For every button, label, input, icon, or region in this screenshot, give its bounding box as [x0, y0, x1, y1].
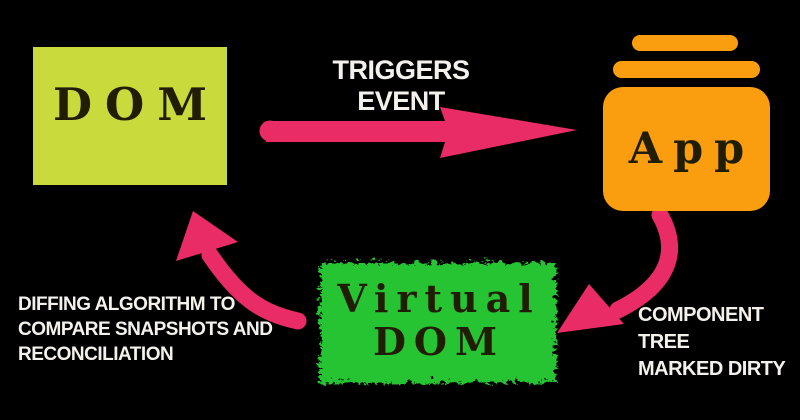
app-jar-lid-top-icon — [632, 35, 738, 51]
triggers-event-label: TRIGGERS EVENT — [332, 55, 470, 116]
diffing-algorithm-label-line1: DIFFING ALGORITHM TO — [18, 294, 235, 315]
virtual-dom-node-rect — [317, 260, 553, 380]
dom-node: DOM — [33, 47, 227, 185]
triggers-event-arrow-icon — [259, 107, 577, 158]
diffing-algorithm-label: DIFFING ALGORITHM TO COMPARE SNAPSHOTS A… — [18, 292, 273, 367]
virtual-dom-label-line2: DOM — [372, 319, 506, 364]
dom-node-label: DOM — [52, 77, 221, 131]
virtual-dom-node-label: Virtual DOM — [297, 244, 573, 396]
virtual-dom-to-dom-arrow-icon — [176, 211, 307, 330]
diffing-algorithm-label-line2: COMPARE SNAPSHOTS AND — [18, 319, 273, 340]
virtual-dom-label-line1: Virtual — [337, 276, 541, 321]
component-tree-label-line2: MARKED DIRTY — [638, 358, 786, 380]
app-to-virtual-dom-arrow-icon — [557, 206, 679, 333]
virtual-dom-node-shape — [317, 260, 553, 380]
app-node-label: App — [628, 124, 756, 174]
diffing-algorithm-label-line3: RECONCILIATION — [18, 344, 174, 365]
app-node: App — [603, 87, 770, 211]
component-tree-label-line1: COMPONENT TREE — [638, 304, 764, 353]
app-jar-lid-bottom-icon — [613, 61, 760, 78]
component-tree-label: COMPONENT TREE MARKED DIRTY — [638, 302, 800, 383]
